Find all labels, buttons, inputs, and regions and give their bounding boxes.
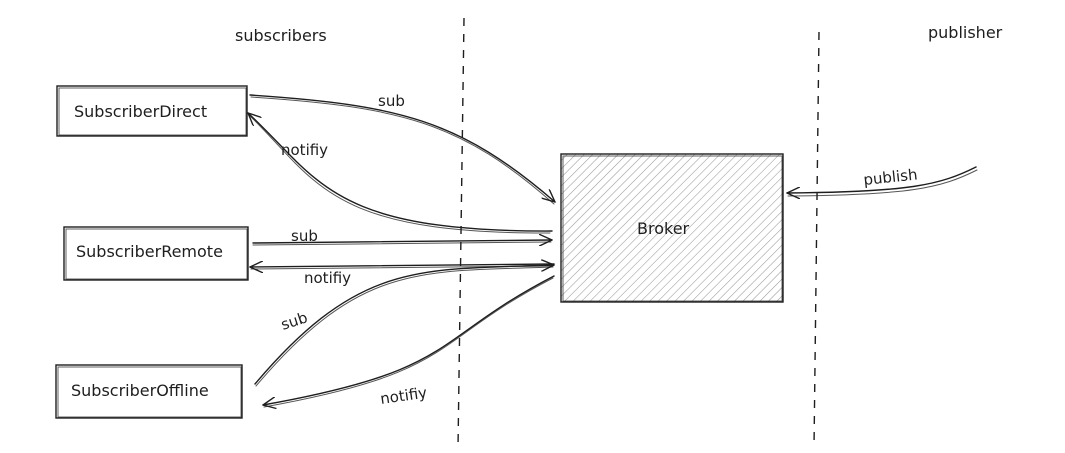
edge-direct-sub-label: sub: [378, 92, 405, 110]
edge-direct-sub: sub: [249, 92, 556, 205]
subscriber-direct-box[interactable]: SubscriberDirect: [56, 85, 248, 137]
subscriber-remote-label: SubscriberRemote: [76, 242, 223, 261]
broker-label: Broker: [637, 219, 690, 238]
edge-remote-notify: notifiy: [249, 264, 555, 287]
edge-offline-notify-label: notifiy: [379, 384, 428, 408]
header-subscribers: subscribers: [235, 26, 327, 45]
edge-publish: publish: [786, 165, 978, 196]
broker-box[interactable]: Broker: [560, 153, 784, 303]
divider-left: [457, 17, 465, 449]
subscriber-remote-box[interactable]: SubscriberRemote: [63, 226, 249, 281]
edge-direct-notify-label: notifiy: [281, 141, 328, 159]
edge-offline-sub-label: sub: [279, 308, 310, 333]
divider-right: [813, 31, 820, 449]
subscriber-offline-box[interactable]: SubscriberOffline: [55, 364, 243, 419]
edge-publish-label: publish: [863, 165, 919, 189]
edge-remote-sub: sub: [252, 227, 553, 245]
edge-offline-notify: notifiy: [262, 275, 555, 408]
edge-remote-notify-label: notifiy: [304, 269, 351, 287]
subscriber-offline-label: SubscriberOffline: [71, 381, 209, 400]
header-publisher: publisher: [928, 23, 1003, 42]
edge-direct-notify: notifiy: [247, 112, 553, 234]
edge-remote-sub-label: sub: [291, 227, 318, 245]
subscriber-direct-label: SubscriberDirect: [74, 102, 207, 121]
